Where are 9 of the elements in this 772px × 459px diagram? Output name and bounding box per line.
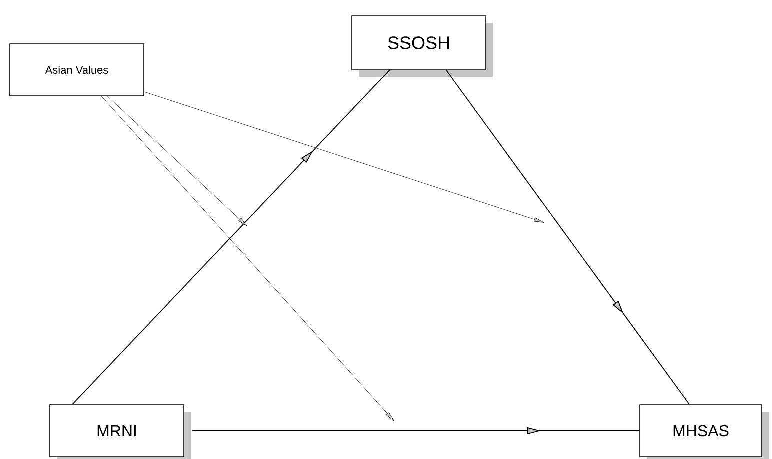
variable-box: MHSAS bbox=[640, 404, 762, 458]
arrow bbox=[101, 96, 394, 422]
arrow bbox=[72, 70, 390, 406]
arrow bbox=[446, 70, 690, 406]
variable-box: SSOSH bbox=[352, 16, 486, 70]
variable-box: Asian Values bbox=[10, 44, 144, 96]
variable-box: MRNI bbox=[50, 404, 184, 458]
arrow bbox=[107, 96, 248, 226]
arrow bbox=[144, 92, 544, 223]
